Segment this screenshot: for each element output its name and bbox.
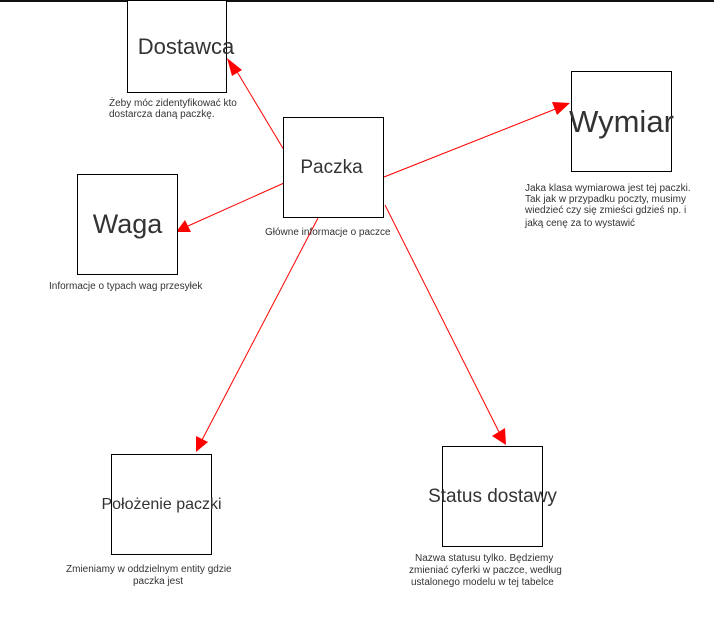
arrow-paczka-to-wymiar bbox=[383, 107, 559, 178]
arrowhead-wymiar bbox=[552, 102, 570, 115]
node-paczka[interactable]: Paczka bbox=[283, 117, 384, 218]
node-dostawca-description-line-2: dostarcza daną paczkę. bbox=[109, 109, 215, 120]
arrow-paczka-to-waga bbox=[187, 182, 285, 227]
arrowhead-status bbox=[492, 428, 506, 445]
arrowhead-dostawca bbox=[227, 58, 242, 76]
arrow-paczka-to-status bbox=[384, 204, 500, 433]
node-wymiar-title: Wymiar bbox=[569, 103, 674, 139]
node-polozenie-description-line-2: paczka jest bbox=[133, 576, 184, 587]
node-polozenie-description-line-1: Zmieniamy w oddzielnym entity gdzie bbox=[66, 564, 232, 575]
arrowhead-polozenie bbox=[196, 436, 208, 452]
node-paczka-title: Paczka bbox=[300, 156, 363, 178]
node-polozenie[interactable]: Położenie paczki bbox=[101, 454, 222, 555]
node-wymiar-description-line-3: wiedzieć czy się zmieści gdzieś np. i bbox=[525, 205, 687, 216]
node-dostawca-title: Dostawca bbox=[137, 33, 235, 59]
top-border-line bbox=[0, 0, 714, 2]
node-wymiar-description-line-4: jaką cenę za to wystawić bbox=[525, 218, 636, 229]
arrow-paczka-to-dostawca bbox=[235, 69, 288, 156]
node-status-description-line-2: zmieniać cyferki w paczce, według bbox=[409, 565, 562, 576]
node-wymiar[interactable]: Wymiar bbox=[569, 71, 674, 172]
arrowhead-waga bbox=[176, 220, 191, 232]
node-wymiar-description-line-1: Jaka klasa wymiarowa jest tej paczki. bbox=[525, 183, 691, 194]
arrow-paczka-to-polozenie bbox=[201, 217, 319, 441]
node-status-title: Status dostawy bbox=[428, 485, 557, 507]
node-waga[interactable]: Waga bbox=[77, 174, 178, 275]
node-status-description-line-1: Nazwa statusu tylko. Będziemy bbox=[415, 553, 554, 564]
node-wymiar-description-line-2: Tak jak w przypadku poczty, musimy bbox=[525, 194, 686, 205]
node-status-description-line-3: ustalonego modelu w tej tabelce bbox=[411, 577, 554, 588]
node-dostawca-description-line-1: Żeby móc zidentyfikować kto bbox=[109, 98, 237, 109]
node-waga-description-line-1: Informacje o typach wag przesyłek bbox=[49, 281, 203, 292]
node-status[interactable]: Status dostawy bbox=[428, 446, 557, 547]
node-dostawca[interactable]: Dostawca bbox=[127, 0, 234, 93]
node-paczka-description-line-1: Główne informacje o paczce bbox=[265, 227, 391, 238]
node-polozenie-title: Położenie paczki bbox=[101, 495, 222, 513]
node-waga-title: Waga bbox=[92, 209, 163, 239]
